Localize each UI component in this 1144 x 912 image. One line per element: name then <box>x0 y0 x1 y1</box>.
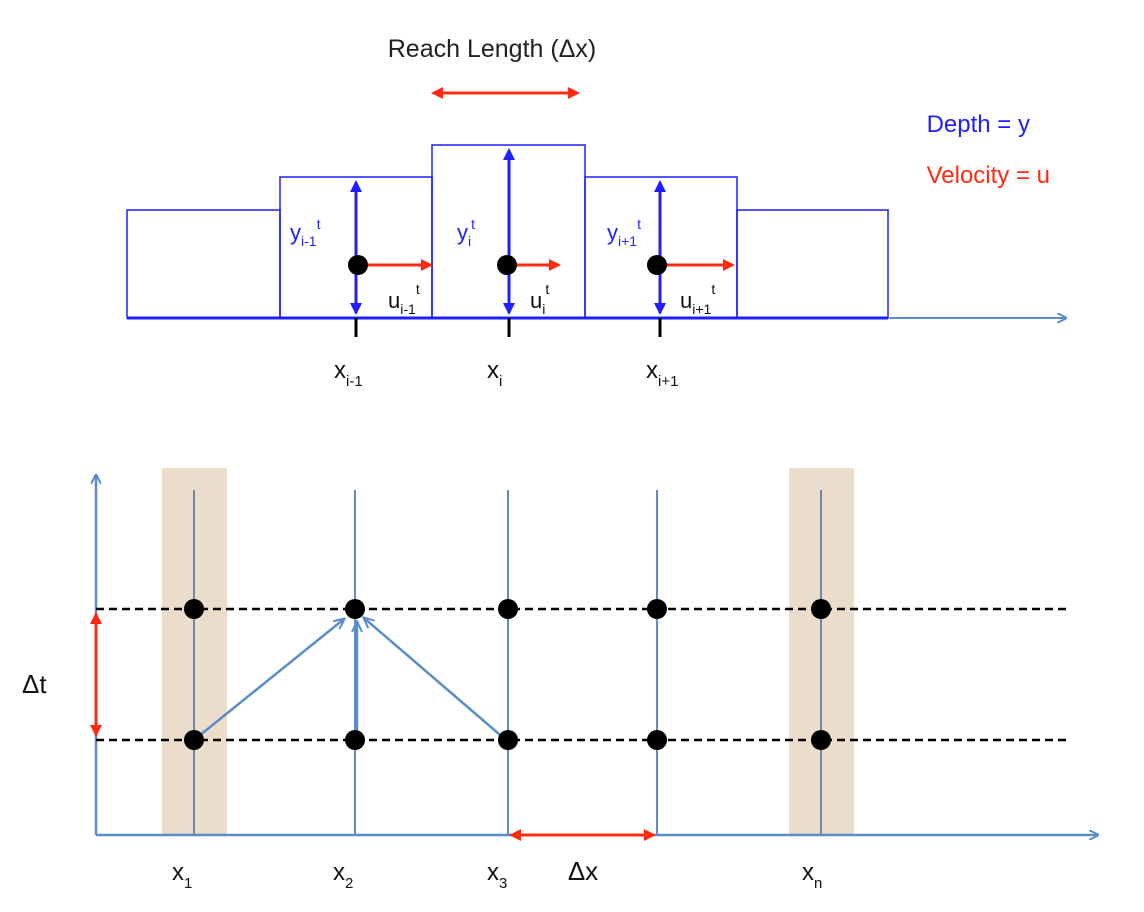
grid-node <box>647 599 667 619</box>
depth-label-i-minus-1: yi-1t <box>290 216 321 249</box>
velocity-label-i: uit <box>530 281 549 317</box>
depth-label-i-plus-1: yi+1t <box>607 216 641 249</box>
grid-node <box>811 599 831 619</box>
x-label-1: x1 <box>172 859 192 892</box>
grid-node <box>811 730 831 750</box>
characteristic-arrow <box>364 618 507 741</box>
delta-x-label: Δx <box>568 856 598 886</box>
node-x-label-i-plus-1: xi+1 <box>646 357 678 390</box>
delta-t-label: Δt <box>22 669 47 699</box>
x-label-n: xn <box>802 859 822 892</box>
grid-node <box>498 599 518 619</box>
depth-label-i: yit <box>457 216 475 249</box>
grid-node <box>345 599 365 619</box>
node-x-label-i: xi <box>487 357 502 390</box>
node-dot <box>497 255 517 275</box>
grid-node <box>184 730 204 750</box>
reach-length-title: Reach Length (Δx) <box>388 35 596 63</box>
node-x-label-i-minus-1: xi-1 <box>334 357 363 390</box>
grid-node <box>345 730 365 750</box>
x-label-2: x2 <box>333 859 353 892</box>
velocity-label-i-plus-1: ui+1t <box>680 281 715 317</box>
bottom-diagram: Δt Δx x1 x2 x3 xn <box>22 468 1098 892</box>
characteristic-arrow <box>193 619 344 741</box>
grid-node <box>647 730 667 750</box>
reach-block <box>126 209 281 319</box>
node-dot <box>647 255 667 275</box>
legend-velocity: Velocity = u <box>927 162 1050 189</box>
legend-depth: Depth = y <box>927 111 1030 138</box>
grid-node <box>184 599 204 619</box>
reach-block <box>736 209 889 319</box>
node-dot <box>348 255 368 275</box>
velocity-label-i-minus-1: ui-1t <box>388 281 420 317</box>
grid-node <box>498 730 518 750</box>
top-diagram: Reach Length (Δx) Depth = y Velocity = u… <box>126 35 1066 390</box>
x-label-3: x3 <box>487 859 507 892</box>
